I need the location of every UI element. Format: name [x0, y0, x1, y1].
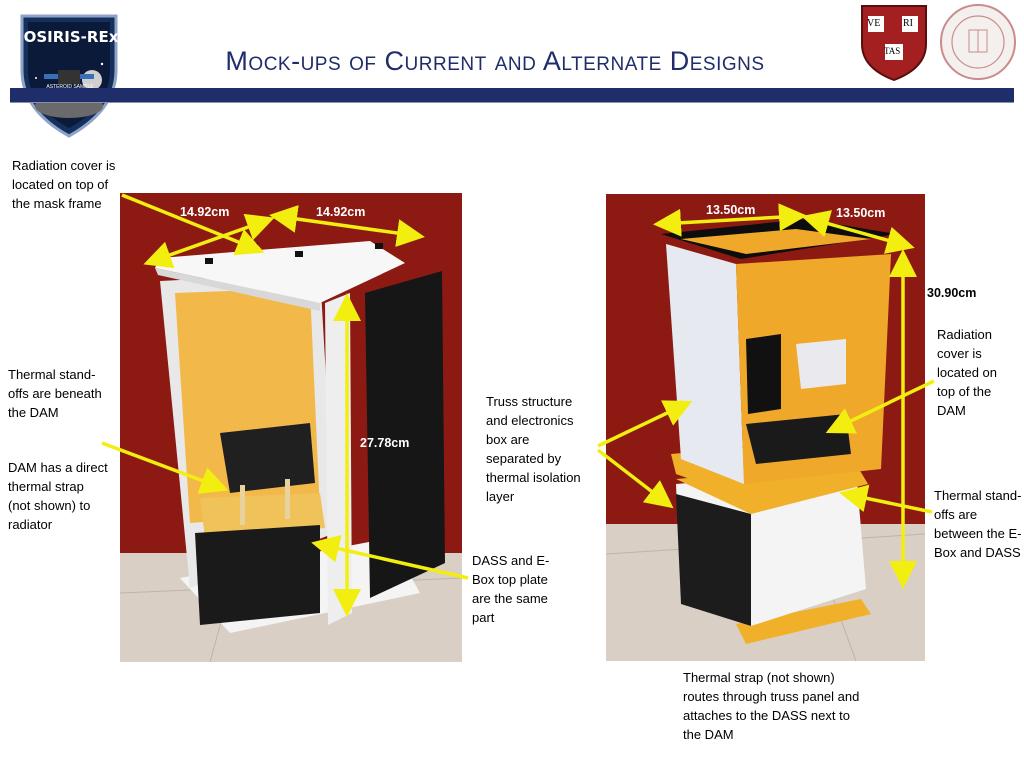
dim-right-top-a: 13.50cm — [706, 203, 756, 217]
mockup-photo-current — [120, 193, 462, 662]
mit-seal-logo — [938, 2, 1018, 82]
harvard-shield-logo — [858, 2, 930, 82]
page-title: Mock-ups of Current and Alternate Design… — [225, 46, 765, 76]
note-radiation-cover-mask: Radiation cover is located on top of the… — [12, 158, 116, 211]
dim-left-height: 27.78cm — [360, 436, 410, 450]
note-radiation-cover-dam: Radiation cover is located on top of the… — [937, 327, 997, 418]
header-bar — [10, 88, 1014, 102]
header-rule — [10, 102, 1014, 103]
dim-left-top-b: 14.92cm — [316, 205, 366, 219]
note-thermal-standoffs-between: Thermal stand-offs are between the E-Box… — [934, 488, 1022, 560]
shield-text-tas: TAS — [884, 46, 901, 56]
mission-logo-text: OSIRIS-REx — [23, 28, 119, 46]
note-dass-ebox-plate: DASS and E-Box top plate are the same pa… — [472, 553, 550, 625]
note-thermal-strap-routing: Thermal strap (not shown) routes through… — [683, 670, 860, 742]
dim-right-height: 30.90cm — [927, 286, 977, 300]
dim-left-top-a: 14.92cm — [180, 205, 230, 219]
note-dam-thermal-strap: DAM has a direct thermal strap (not show… — [8, 460, 108, 532]
dim-right-top-b: 13.50cm — [836, 206, 886, 220]
note-thermal-standoffs-beneath: Thermal stand-offs are beneath the DAM — [8, 367, 102, 420]
shield-text-ve: VE — [867, 18, 881, 29]
note-truss-isolation: Truss structure and electronics box are … — [486, 394, 581, 504]
mockup-photo-alternate — [606, 194, 925, 661]
shield-text-ri: RI — [903, 18, 913, 29]
